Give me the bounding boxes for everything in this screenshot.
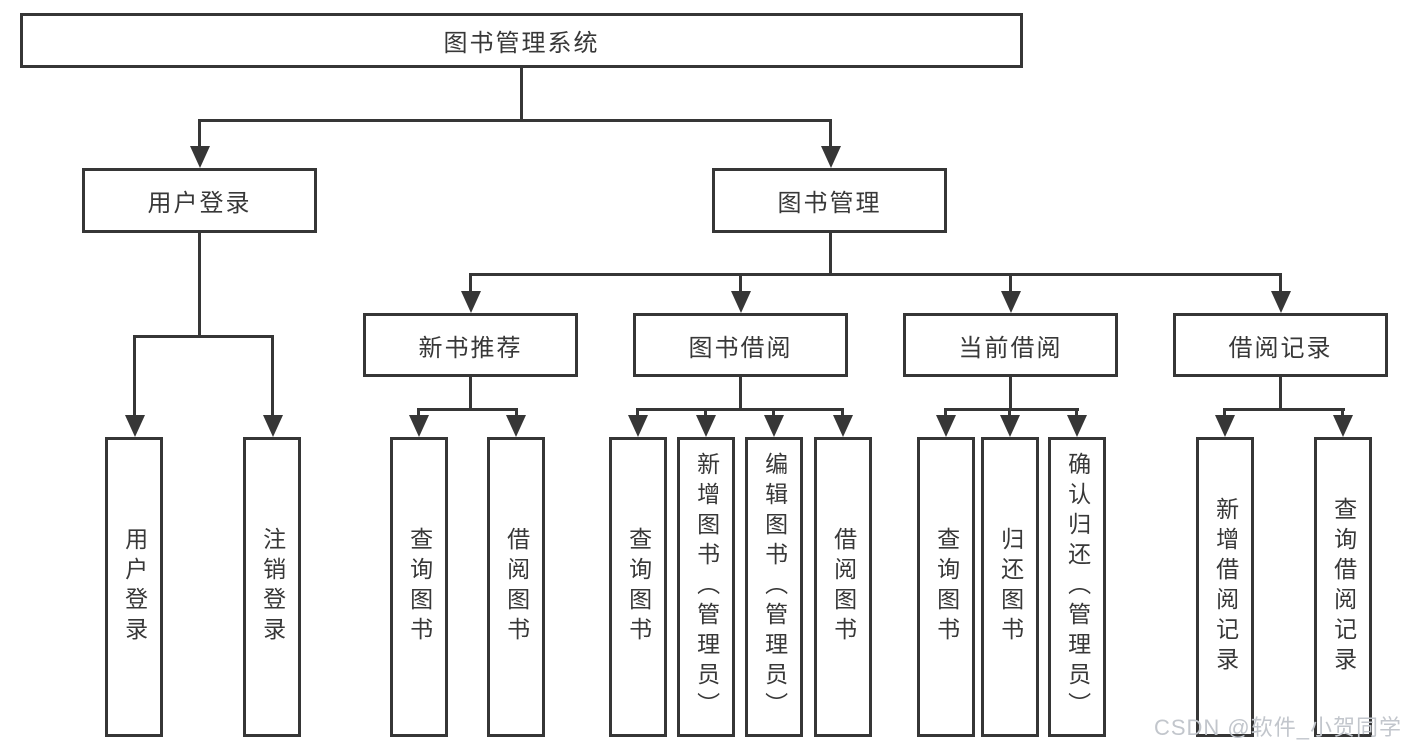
arrowhead-down-icon: [628, 415, 648, 437]
leaf-bb-edit-book-admin-label: 编辑图书（管理员）: [761, 452, 788, 722]
leaf-bb-add-book-admin: 新增图书（管理员）: [677, 437, 735, 737]
connector-stem: [198, 233, 201, 335]
arrowhead-down-icon: [764, 415, 784, 437]
leaf-cb-confirm-return-admin-label: 确认归还（管理员）: [1064, 452, 1091, 722]
node-root-label: 图书管理系统: [443, 30, 600, 57]
node-current-borrow-label: 当前借阅: [958, 334, 1063, 362]
arrowhead-down-icon: [731, 291, 751, 313]
node-user-login-label: 用户登录: [147, 190, 252, 217]
leaf-user-login: 用户登录: [105, 437, 163, 737]
leaf-cb-return-books-label: 归还图书: [997, 527, 1024, 647]
connector-drop: [515, 408, 518, 417]
connector-bar: [417, 408, 518, 411]
arrowhead-down-icon: [190, 146, 210, 168]
leaf-bb-edit-book-admin: 编辑图书（管理员）: [745, 437, 803, 737]
connector-stem: [469, 377, 472, 408]
node-book-management: 图书管理: [712, 168, 947, 233]
connector-drop: [469, 273, 472, 293]
connector-drop: [704, 408, 707, 417]
connector-drop: [1009, 273, 1012, 293]
leaf-cb-query-books: 查询图书: [917, 437, 975, 737]
leaf-cb-query-books-label: 查询图书: [933, 527, 960, 647]
node-book-borrow-label: 图书借阅: [688, 334, 793, 362]
leaf-cb-return-books: 归还图书: [981, 437, 1039, 737]
connector-bar: [469, 273, 1282, 276]
leaf-bb-add-book-admin-label: 新增图书（管理员）: [693, 452, 720, 722]
node-root: 图书管理系统: [20, 13, 1023, 68]
arrowhead-down-icon: [409, 415, 429, 437]
arrowhead-down-icon: [125, 415, 145, 437]
leaf-nbr-query-books-label: 查询图书: [406, 527, 433, 647]
arrowhead-down-icon: [821, 146, 841, 168]
node-current-borrow: 当前借阅: [903, 313, 1118, 377]
leaf-br-query-record: 查询借阅记录: [1314, 437, 1372, 737]
leaf-bb-query-books-label: 查询图书: [625, 527, 652, 647]
node-new-book-recommend-label: 新书推荐: [418, 334, 523, 362]
connector-stem: [829, 233, 832, 273]
leaf-cb-confirm-return-admin: 确认归还（管理员）: [1048, 437, 1106, 737]
arrowhead-down-icon: [1000, 415, 1020, 437]
node-book-management-label: 图书管理: [777, 190, 882, 217]
connector-drop: [636, 408, 639, 417]
leaf-user-login-label: 用户登录: [121, 527, 148, 647]
arrowhead-down-icon: [696, 415, 716, 437]
connector-stem: [1279, 377, 1282, 408]
node-borrow-records: 借阅记录: [1173, 313, 1388, 377]
arrowhead-down-icon: [506, 415, 526, 437]
leaf-bb-query-books: 查询图书: [609, 437, 667, 737]
leaf-logout-label: 注销登录: [259, 527, 286, 647]
leaf-br-query-record-label: 查询借阅记录: [1330, 497, 1357, 677]
arrowhead-down-icon: [936, 415, 956, 437]
leaf-logout: 注销登录: [243, 437, 301, 737]
node-borrow-records-label: 借阅记录: [1228, 334, 1333, 362]
connector-drop: [133, 335, 136, 416]
leaf-bb-borrow-books: 借阅图书: [814, 437, 872, 737]
arrowhead-down-icon: [1215, 415, 1235, 437]
leaf-nbr-borrow-books-label: 借阅图书: [503, 527, 530, 647]
connector-bar: [636, 408, 844, 411]
leaf-nbr-borrow-books: 借阅图书: [487, 437, 545, 737]
node-user-login: 用户登录: [82, 168, 317, 233]
arrowhead-down-icon: [833, 415, 853, 437]
connector-drop: [944, 408, 947, 417]
connector-stem: [739, 377, 742, 408]
arrowhead-down-icon: [1333, 415, 1353, 437]
connector-drop: [1341, 408, 1344, 417]
connector-drop: [841, 408, 844, 417]
connector-bar: [133, 335, 274, 338]
connector-drop: [1223, 408, 1226, 417]
arrowhead-down-icon: [461, 291, 481, 313]
connector-bar: [944, 408, 1079, 411]
leaf-bb-borrow-books-label: 借阅图书: [830, 527, 857, 647]
arrowhead-down-icon: [263, 415, 283, 437]
leaf-br-add-record-label: 新增借阅记录: [1212, 497, 1239, 677]
node-book-borrow: 图书借阅: [633, 313, 848, 377]
connector-drop: [739, 273, 742, 293]
connector-drop: [198, 119, 201, 147]
connector-root-bar: [198, 119, 832, 122]
arrowhead-down-icon: [1001, 291, 1021, 313]
connector-drop: [1075, 408, 1078, 417]
arrowhead-down-icon: [1067, 415, 1087, 437]
connector-bar: [1223, 408, 1345, 411]
connector-drop: [772, 408, 775, 417]
connector-stem: [1009, 377, 1012, 408]
connector-drop: [271, 335, 274, 416]
connector-root-stem: [520, 68, 523, 119]
arrowhead-down-icon: [1271, 291, 1291, 313]
watermark-text: CSDN @软件_小贺同学: [1153, 715, 1402, 740]
leaf-br-add-record: 新增借阅记录: [1196, 437, 1254, 737]
node-new-book-recommend: 新书推荐: [363, 313, 578, 377]
connector-drop: [829, 119, 832, 147]
connector-drop: [417, 408, 420, 417]
leaf-nbr-query-books: 查询图书: [390, 437, 448, 737]
connector-drop: [1279, 273, 1282, 293]
connector-drop: [1008, 408, 1011, 417]
